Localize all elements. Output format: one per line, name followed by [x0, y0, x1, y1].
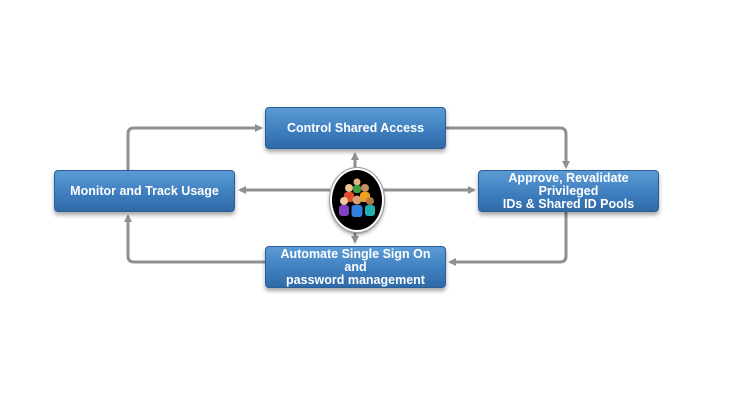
edge-approve-to-automate: [448, 212, 568, 266]
node-approve-line2: IDs & Shared ID Pools: [502, 196, 635, 211]
node-monitor-label: Monitor and Track Usage: [70, 183, 219, 198]
hub-people-group: [330, 168, 384, 232]
node-control-label: Control Shared Access: [286, 120, 425, 135]
people-group-icon: [339, 178, 375, 217]
edge-automate-to-monitor: [124, 214, 265, 264]
edge-monitor-to-control: [126, 124, 263, 170]
node-approve-line1: Approve, Revalidate Privileged: [508, 170, 629, 198]
edge-control-to-approve: [446, 126, 570, 169]
node-automate-line2: password management: [286, 272, 425, 287]
node-automate-sso: Automate Single Sign On and password man…: [265, 246, 446, 288]
node-control-shared-access: Control Shared Access: [265, 107, 446, 149]
node-automate-line1: Automate Single Sign On and: [280, 246, 431, 274]
node-monitor-track-usage: Monitor and Track Usage: [54, 170, 235, 212]
node-approve-revalidate: Approve, Revalidate Privileged IDs & Sha…: [478, 170, 659, 212]
